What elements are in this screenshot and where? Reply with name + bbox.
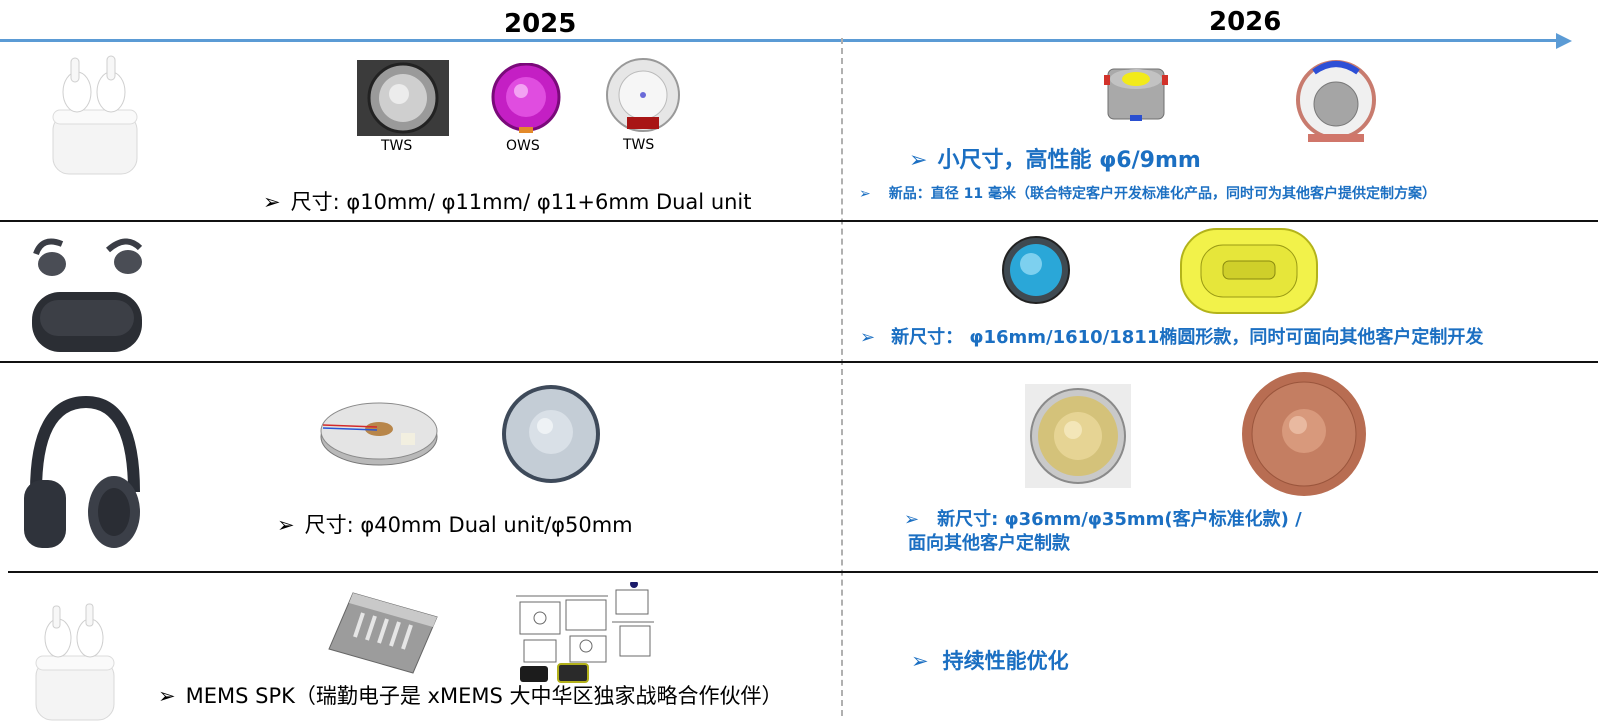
dual-unit-40mm-driver-image [317,395,441,467]
year-2025-label: 2025 [504,9,577,39]
mems-text: MEMS SPK（瑞勤电子是 xMEMS 大中华区独家战略合作伙伴） [185,684,783,708]
driver-36mm-image [1025,384,1131,488]
bullet-arrow-icon: ➢ [277,513,295,537]
mems-speaker-chip-image [325,589,441,677]
driver-35mm-image [1240,371,1368,497]
mems-bullet: ➢ MEMS SPK（瑞勤电子是 xMEMS 大中华区独家战略合作伙伴） [158,680,783,710]
row-divider-3 [8,571,1598,573]
headphone-2026-text-line2: 面向其他客户定制款 [908,533,1070,554]
ows-caption: OWS [506,138,540,154]
bullet-arrow-icon: ➢ [158,684,176,708]
row-divider-1 [0,220,1598,222]
open-ear-earbuds-icon [22,228,152,356]
bullet-arrow-icon: ➢ [904,509,920,530]
tws-caption-2: TWS [623,137,655,153]
bullet-arrow-icon: ➢ [909,148,928,173]
mems-2026-bullet: ➢ 持续性能优化 [911,645,1069,675]
ows-2026-size-bullet: ➢ 新尺寸： φ16mm/1610/1811椭圆形款，同时可面向其他客户定制开发 [860,323,1483,349]
earbuds-case-icon [30,600,120,724]
tws-size-bullet: ➢ 尺寸: φ10mm/ φ11mm/ φ11+6mm Dual unit [263,186,752,216]
earbuds-case-icon [45,52,145,180]
tws-driver-10mm-image [357,60,449,136]
bullet-arrow-icon: ➢ [911,649,929,673]
mems-2026-text: 持续性能优化 [942,649,1069,673]
bullet-arrow-icon: ➢ [859,186,871,202]
year-2026-label: 2026 [1209,7,1282,37]
headphone-2026-bullet: ➢ 新尺寸: φ36mm/φ35mm(客户标准化款) / 面向其他客户定制款 [904,508,1302,556]
dual-mini-driver-image [1294,54,1378,144]
tws-caption-1: TWS [381,138,413,154]
headphone-size-text: 尺寸: φ40mm Dual unit/φ50mm [304,513,633,537]
bullet-arrow-icon: ➢ [860,327,876,348]
timeline-arrow [0,39,1560,42]
oval-driver-image [1179,227,1319,315]
ows-driver-image [491,63,561,135]
ows-2026-size-text: 新尺寸： φ16mm/1610/1811椭圆形款，同时可面向其他客户定制开发 [891,327,1484,348]
headphone-size-bullet: ➢ 尺寸: φ40mm Dual unit/φ50mm [277,509,633,539]
headphone-2026-text-line1: 新尺寸: φ36mm/φ35mm(客户标准化款) / [937,509,1302,530]
bullet-arrow-icon: ➢ [263,190,281,214]
tws-dual-unit-image [603,55,683,137]
driver-50mm-image [499,384,603,484]
tws-size-text: 尺寸: φ10mm/ φ11mm/ φ11+6mm Dual unit [290,190,752,214]
tws-2026-headline: ➢ 小尺寸，高性能 φ6/9mm [909,142,1201,174]
mini-driver-image [1104,63,1168,123]
tws-2026-new-product: ➢ 新品：直径 11 毫米（联合特定客户开发标准化产品，同时可为其他客户提供定制方… [859,183,1436,203]
mems-drawing-image [512,582,660,686]
round-16mm-driver-image [1001,234,1071,306]
row-divider-2 [0,361,1598,363]
headphones-icon [22,396,142,552]
year-divider [841,38,843,716]
tws-2026-new-product-text: 新品：直径 11 毫米（联合特定客户开发标准化产品，同时可为其他客户提供定制方案… [888,186,1436,202]
timeline-arrowhead [1556,33,1572,49]
tws-2026-headline-text: 小尺寸，高性能 φ6/9mm [937,148,1201,173]
